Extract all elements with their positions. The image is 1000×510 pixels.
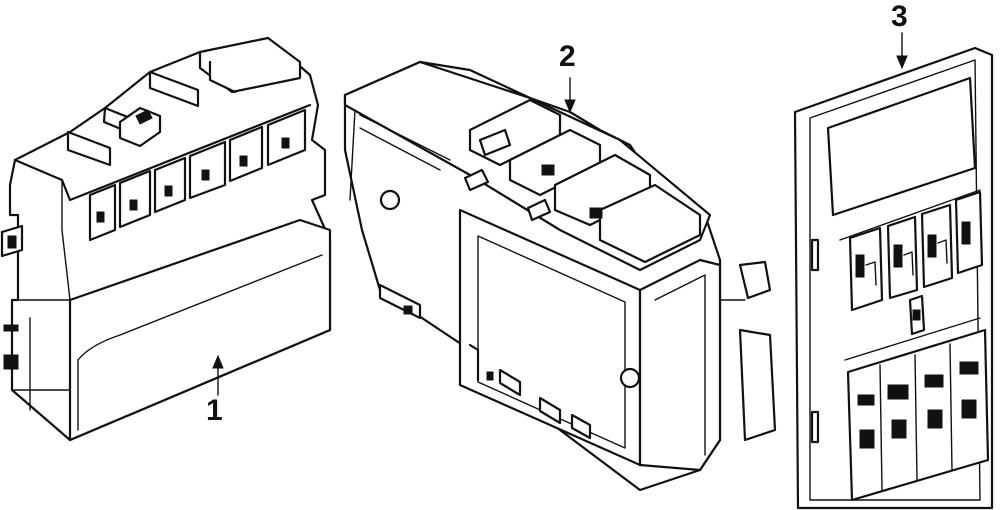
callout-3-label: 3	[891, 0, 908, 33]
part-1-module	[0, 36, 332, 442]
callout-1-label: 1	[206, 394, 223, 427]
callout-2-label: 2	[559, 40, 576, 73]
part-3-module	[793, 32, 994, 510]
part-2-module	[343, 60, 777, 492]
